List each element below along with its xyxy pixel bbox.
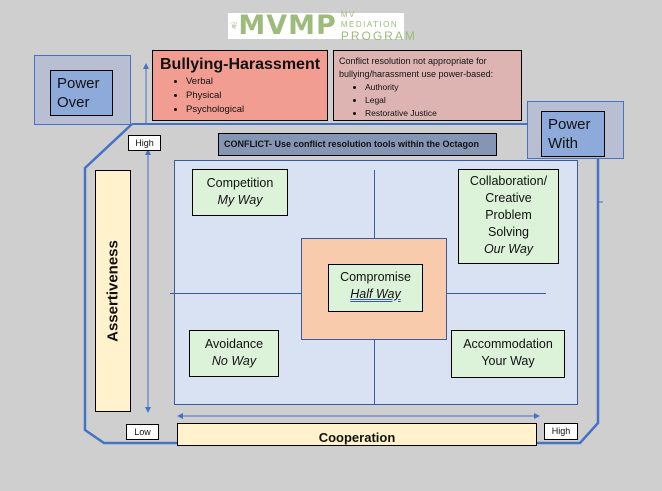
compromise-box: Compromise Half Way	[328, 264, 423, 312]
assertiveness-arrow-up	[145, 149, 151, 155]
logo-brand: MVMP	[238, 10, 337, 41]
competition-way: My Way	[217, 193, 263, 207]
conflict-banner: CONFLICT- Use conflict resolution tools …	[218, 133, 497, 156]
collaboration-box: Collaboration/ Creative Problem Solving …	[458, 169, 559, 264]
note-item: Restorative Justice	[365, 107, 521, 120]
power-with-line2: With	[548, 135, 578, 152]
power-over-line1: Power	[57, 75, 100, 92]
collaboration-line4: Solving	[488, 225, 529, 239]
power-over-box: Power Over	[50, 70, 113, 116]
compromise-way: Half Way	[350, 287, 401, 301]
note-item: Legal	[365, 94, 521, 107]
octagon-border	[83, 123, 600, 445]
avoidance-way: No Way	[211, 354, 257, 368]
avoidance-name: Avoidance	[204, 337, 264, 351]
bullying-title: Bullying-Harassment	[160, 56, 321, 73]
power-with-line1: Power	[548, 116, 591, 133]
power-over-line2: Over	[57, 94, 90, 111]
collaboration-line1: Collaboration/	[469, 174, 548, 188]
leaf-icon: ❦	[230, 20, 239, 32]
collaboration-line2: Creative	[485, 191, 532, 205]
accommodation-name: Accommodation	[463, 337, 553, 351]
cooperation-arrow-left	[177, 413, 183, 419]
x-low-label: Low	[126, 424, 159, 440]
accommodation-way: Your Way	[481, 354, 535, 368]
bullying-harassment-box: Bullying-Harassment Verbal Physical Psyc…	[152, 50, 328, 121]
cooperation-arrow-right	[534, 413, 540, 419]
mvmp-logo: ❦ MVMP MV MEDIATION PROGRAM	[228, 10, 415, 42]
collaboration-line3: Problem	[485, 208, 532, 222]
compromise-name: Compromise	[340, 270, 411, 284]
assertiveness-label: Assertiveness	[104, 240, 122, 342]
y-high-label: High	[128, 135, 161, 151]
assertiveness-axis: Assertiveness	[95, 170, 131, 412]
collaboration-way: Our Way	[483, 242, 534, 256]
logo-line2: PROGRAM	[340, 28, 417, 43]
accommodation-box: Accommodation Your Way	[451, 330, 565, 378]
competition-name: Competition	[206, 176, 274, 190]
logo-line1: MV MEDIATION	[340, 9, 399, 29]
note-text: Conflict resolution not appropriate for …	[339, 56, 494, 79]
bullying-item: Verbal	[186, 75, 327, 89]
bullying-item: Psychological	[186, 103, 327, 117]
bullying-item: Physical	[186, 89, 327, 103]
note-item: Authority	[365, 81, 521, 94]
competition-box: Competition My Way	[192, 169, 288, 216]
conflict-resolution-note: Conflict resolution not appropriate for …	[333, 50, 522, 121]
x-high-label: High	[544, 423, 578, 440]
cooperation-axis: Cooperation	[177, 423, 537, 446]
power-with-box: Power With	[541, 111, 605, 157]
avoidance-box: Avoidance No Way	[189, 330, 279, 377]
bullying-arrow-head	[143, 63, 149, 69]
assertiveness-arrow-down	[145, 407, 151, 413]
